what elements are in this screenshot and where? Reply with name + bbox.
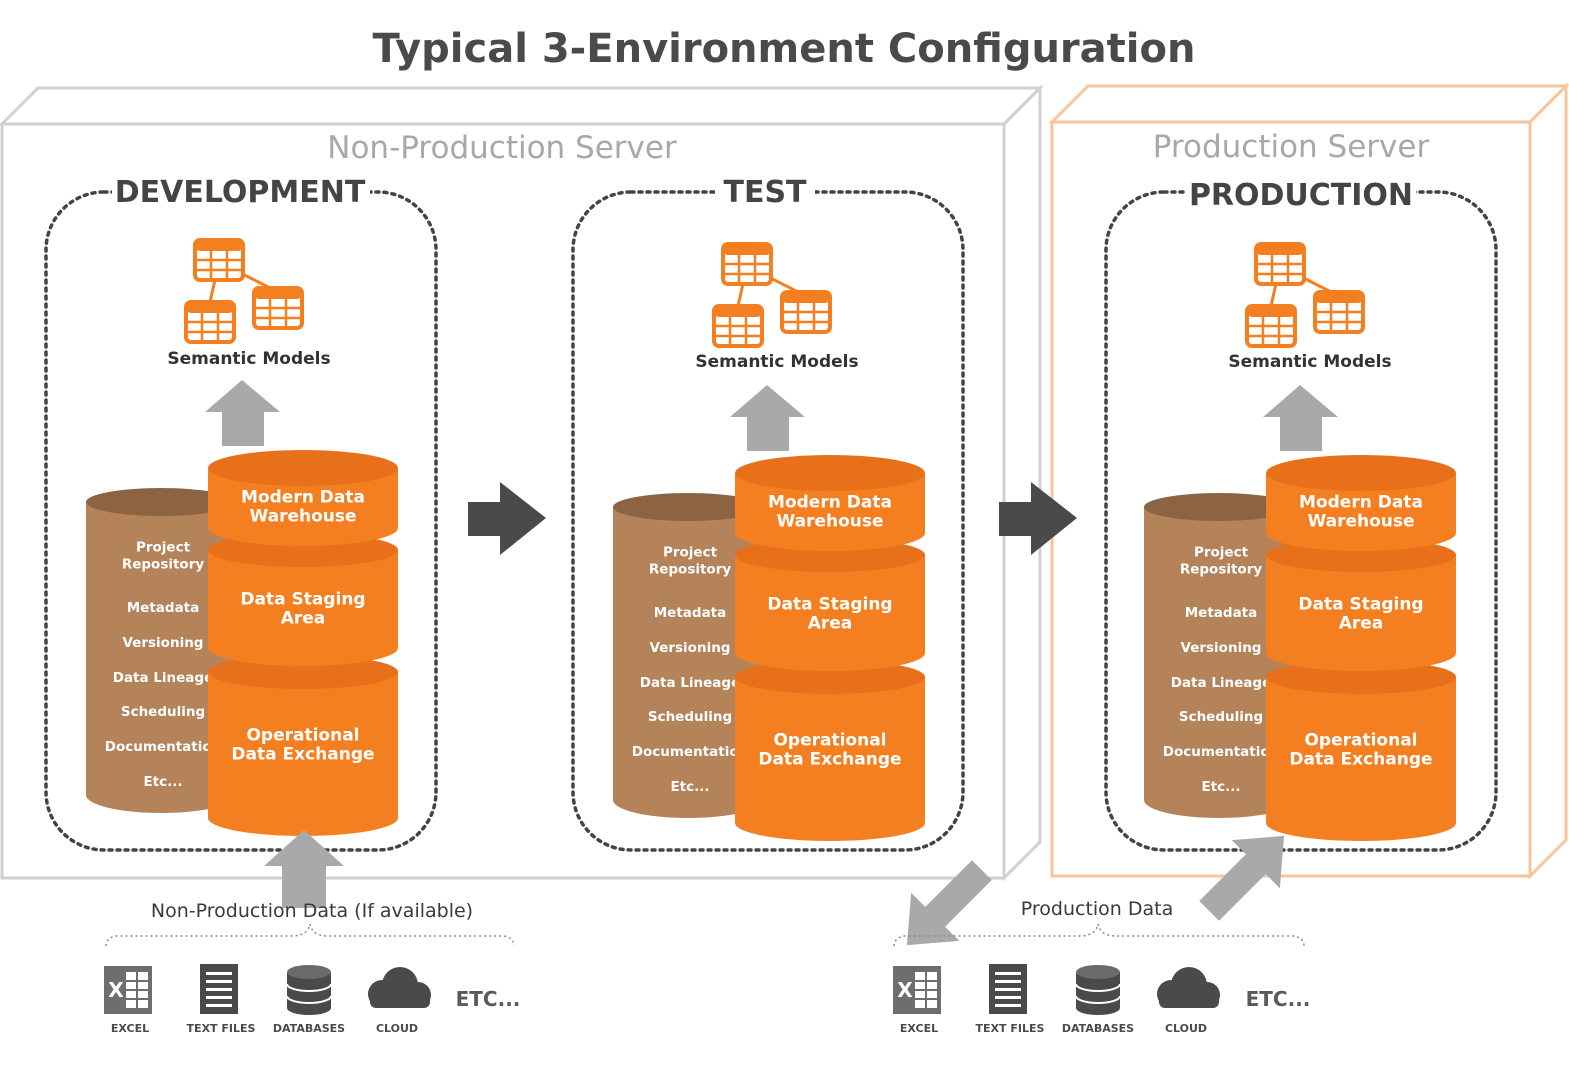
source-label: TEXT FILES	[187, 1022, 256, 1035]
diagram-title: Typical 3-Environment Configuration	[373, 26, 1196, 72]
cloud-icon	[1157, 967, 1220, 1008]
source-label: CLOUD	[376, 1022, 418, 1035]
text-file-icon	[989, 964, 1027, 1014]
source-label: TEXT FILES	[976, 1022, 1045, 1035]
svg-text:X: X	[897, 978, 913, 1002]
environment-label: TEST	[723, 175, 807, 210]
repository-item: Data Lineage	[113, 670, 214, 686]
up-arrow-icon	[1263, 385, 1338, 451]
repository-item: Metadata	[127, 600, 200, 616]
cloud-icon	[368, 967, 431, 1008]
environment-label: DEVELOPMENT	[115, 175, 366, 210]
repository-item: Scheduling	[121, 704, 205, 720]
semantic-models-icon	[712, 242, 832, 348]
source-label: DATABASES	[1062, 1022, 1134, 1035]
svg-text:X: X	[108, 978, 124, 1002]
up-arrow-icon	[730, 385, 805, 451]
source-label: CLOUD	[1165, 1022, 1207, 1035]
repository-item: Data Lineage	[1171, 675, 1272, 691]
repository-item: Documentation	[105, 739, 221, 755]
repository-item: Data Lineage	[640, 675, 741, 691]
repository-item: Metadata	[654, 605, 727, 621]
etc-label: ETC...	[456, 987, 521, 1011]
production-data-to-test-arrow-icon	[906, 860, 992, 946]
non-production-data-arrow-icon	[264, 830, 344, 908]
repository-item: Documentation	[1163, 744, 1279, 760]
text-file-icon	[200, 964, 238, 1014]
source-label: EXCEL	[900, 1022, 938, 1035]
production-data-to-production-arrow-icon	[1199, 835, 1285, 921]
production-server-label: Production Server	[1153, 129, 1430, 165]
repository-item: Versioning	[650, 640, 731, 656]
semantic-models-icon	[1245, 242, 1365, 348]
repository-item: Scheduling	[1179, 709, 1263, 725]
repository-item: Versioning	[1181, 640, 1262, 656]
repository-item: Etc...	[1201, 779, 1240, 795]
repository-item: Documentation	[632, 744, 748, 760]
database-icon	[286, 965, 332, 1015]
semantic-models-label: Semantic Models	[695, 352, 858, 372]
semantic-models-label: Semantic Models	[1228, 352, 1391, 372]
repository-item: Versioning	[123, 635, 204, 651]
up-arrow-icon	[205, 380, 280, 446]
semantic-models-label: Semantic Models	[167, 349, 330, 369]
promote-dev-to-test-arrow-icon	[468, 482, 546, 555]
non-production-server: Non-Production Server	[0, 84, 1044, 882]
repository-item: Etc...	[143, 774, 182, 790]
database-icon	[1075, 965, 1121, 1015]
production-data-group: Production Data X EXCEL TEXT FILES	[893, 898, 1310, 1035]
non-production-server-label: Non-Production Server	[327, 130, 677, 166]
source-label: DATABASES	[273, 1022, 345, 1035]
non-production-data-group: Non-Production Data (If available) X EXC…	[104, 900, 520, 1035]
environment-label: PRODUCTION	[1189, 178, 1413, 213]
semantic-models-icon	[184, 238, 304, 344]
source-label: EXCEL	[111, 1022, 149, 1035]
data-group-label: Non-Production Data (If available)	[151, 900, 473, 922]
promote-test-to-prod-arrow-icon	[999, 482, 1077, 555]
excel-icon: X	[893, 966, 941, 1014]
repository-item: Scheduling	[648, 709, 732, 725]
etc-label: ETC...	[1246, 987, 1311, 1011]
repository-item: Etc...	[670, 779, 709, 795]
data-group-label: Production Data	[1021, 898, 1174, 920]
excel-icon: X	[104, 966, 152, 1014]
repository-item: Metadata	[1185, 605, 1258, 621]
